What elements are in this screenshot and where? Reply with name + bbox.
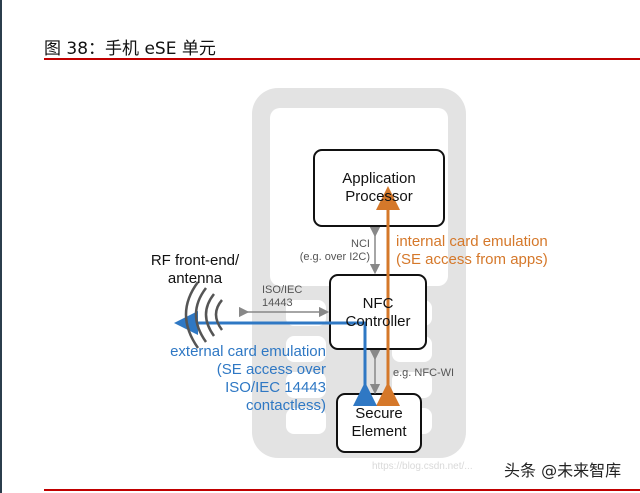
nfc-controller-label: NFC Controller <box>345 295 411 330</box>
secure-element-label: Secure Element <box>351 405 407 440</box>
footer-divider <box>44 489 640 491</box>
antenna-waves-icon <box>184 281 224 349</box>
figure-title: 图 38：手机 eSE 单元 <box>44 39 216 59</box>
internal-emulation-label: internal card emulation (SE access from … <box>396 233 548 268</box>
brand-watermark: 头条 @未来智库 <box>504 461 622 480</box>
left-edge-bar <box>0 0 2 493</box>
header-divider <box>44 58 640 60</box>
rf-front-end-label: RF front-end/ antenna <box>150 252 240 287</box>
external-emulation-label: external card emulation (SE access over … <box>170 343 326 414</box>
external-emulation-arrow <box>174 311 377 406</box>
watermark-text: https://blog.csdn.net/... <box>372 461 473 472</box>
iso-iec-label: ISO/IEC 14443 <box>262 284 303 309</box>
nfc-wi-label: e.g. NFC-WI <box>393 367 455 379</box>
nci-label: NCI (e.g. over I2C) <box>299 238 370 263</box>
application-processor-label: Application Processor <box>342 170 416 205</box>
